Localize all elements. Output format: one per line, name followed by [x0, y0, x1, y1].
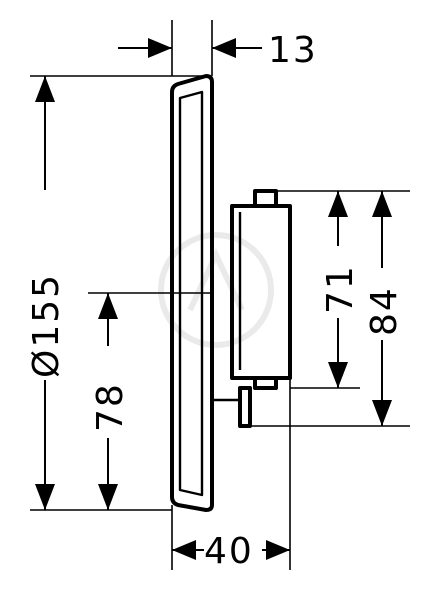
arrow-left-icon: [212, 38, 236, 58]
arrow-right-icon: [148, 38, 172, 58]
arrow-up-icon: [328, 191, 348, 217]
dimension-78: 78: [90, 293, 131, 510]
arrow-down-icon: [35, 484, 55, 510]
dimension-label-40: 40: [204, 531, 254, 572]
dimension-155: Ø155: [26, 76, 67, 510]
arrow-up-icon: [98, 293, 118, 319]
dimension-40: 40: [172, 531, 290, 572]
arrow-up-icon: [35, 76, 55, 102]
cover-plate: [170, 74, 214, 512]
dimension-label-13: 13: [268, 30, 318, 71]
arrow-down-icon: [372, 400, 392, 426]
dimension-71: 71: [320, 191, 361, 388]
arrow-left-icon: [172, 540, 196, 560]
watermark-logo: [158, 232, 274, 348]
arrow-up-icon: [372, 191, 392, 217]
arrow-down-icon: [328, 362, 348, 388]
dimension-84: 84: [364, 191, 405, 426]
dimension-13: 13: [118, 30, 318, 71]
dimension-label-78: 78: [90, 382, 131, 432]
dimension-label-84: 84: [364, 286, 405, 336]
extension-lines: [30, 20, 410, 570]
arrow-right-icon: [266, 540, 290, 560]
valve-body: [212, 189, 292, 428]
dimension-label-71: 71: [320, 264, 361, 314]
dimension-label-155: Ø155: [26, 273, 67, 378]
arrow-down-icon: [98, 484, 118, 510]
